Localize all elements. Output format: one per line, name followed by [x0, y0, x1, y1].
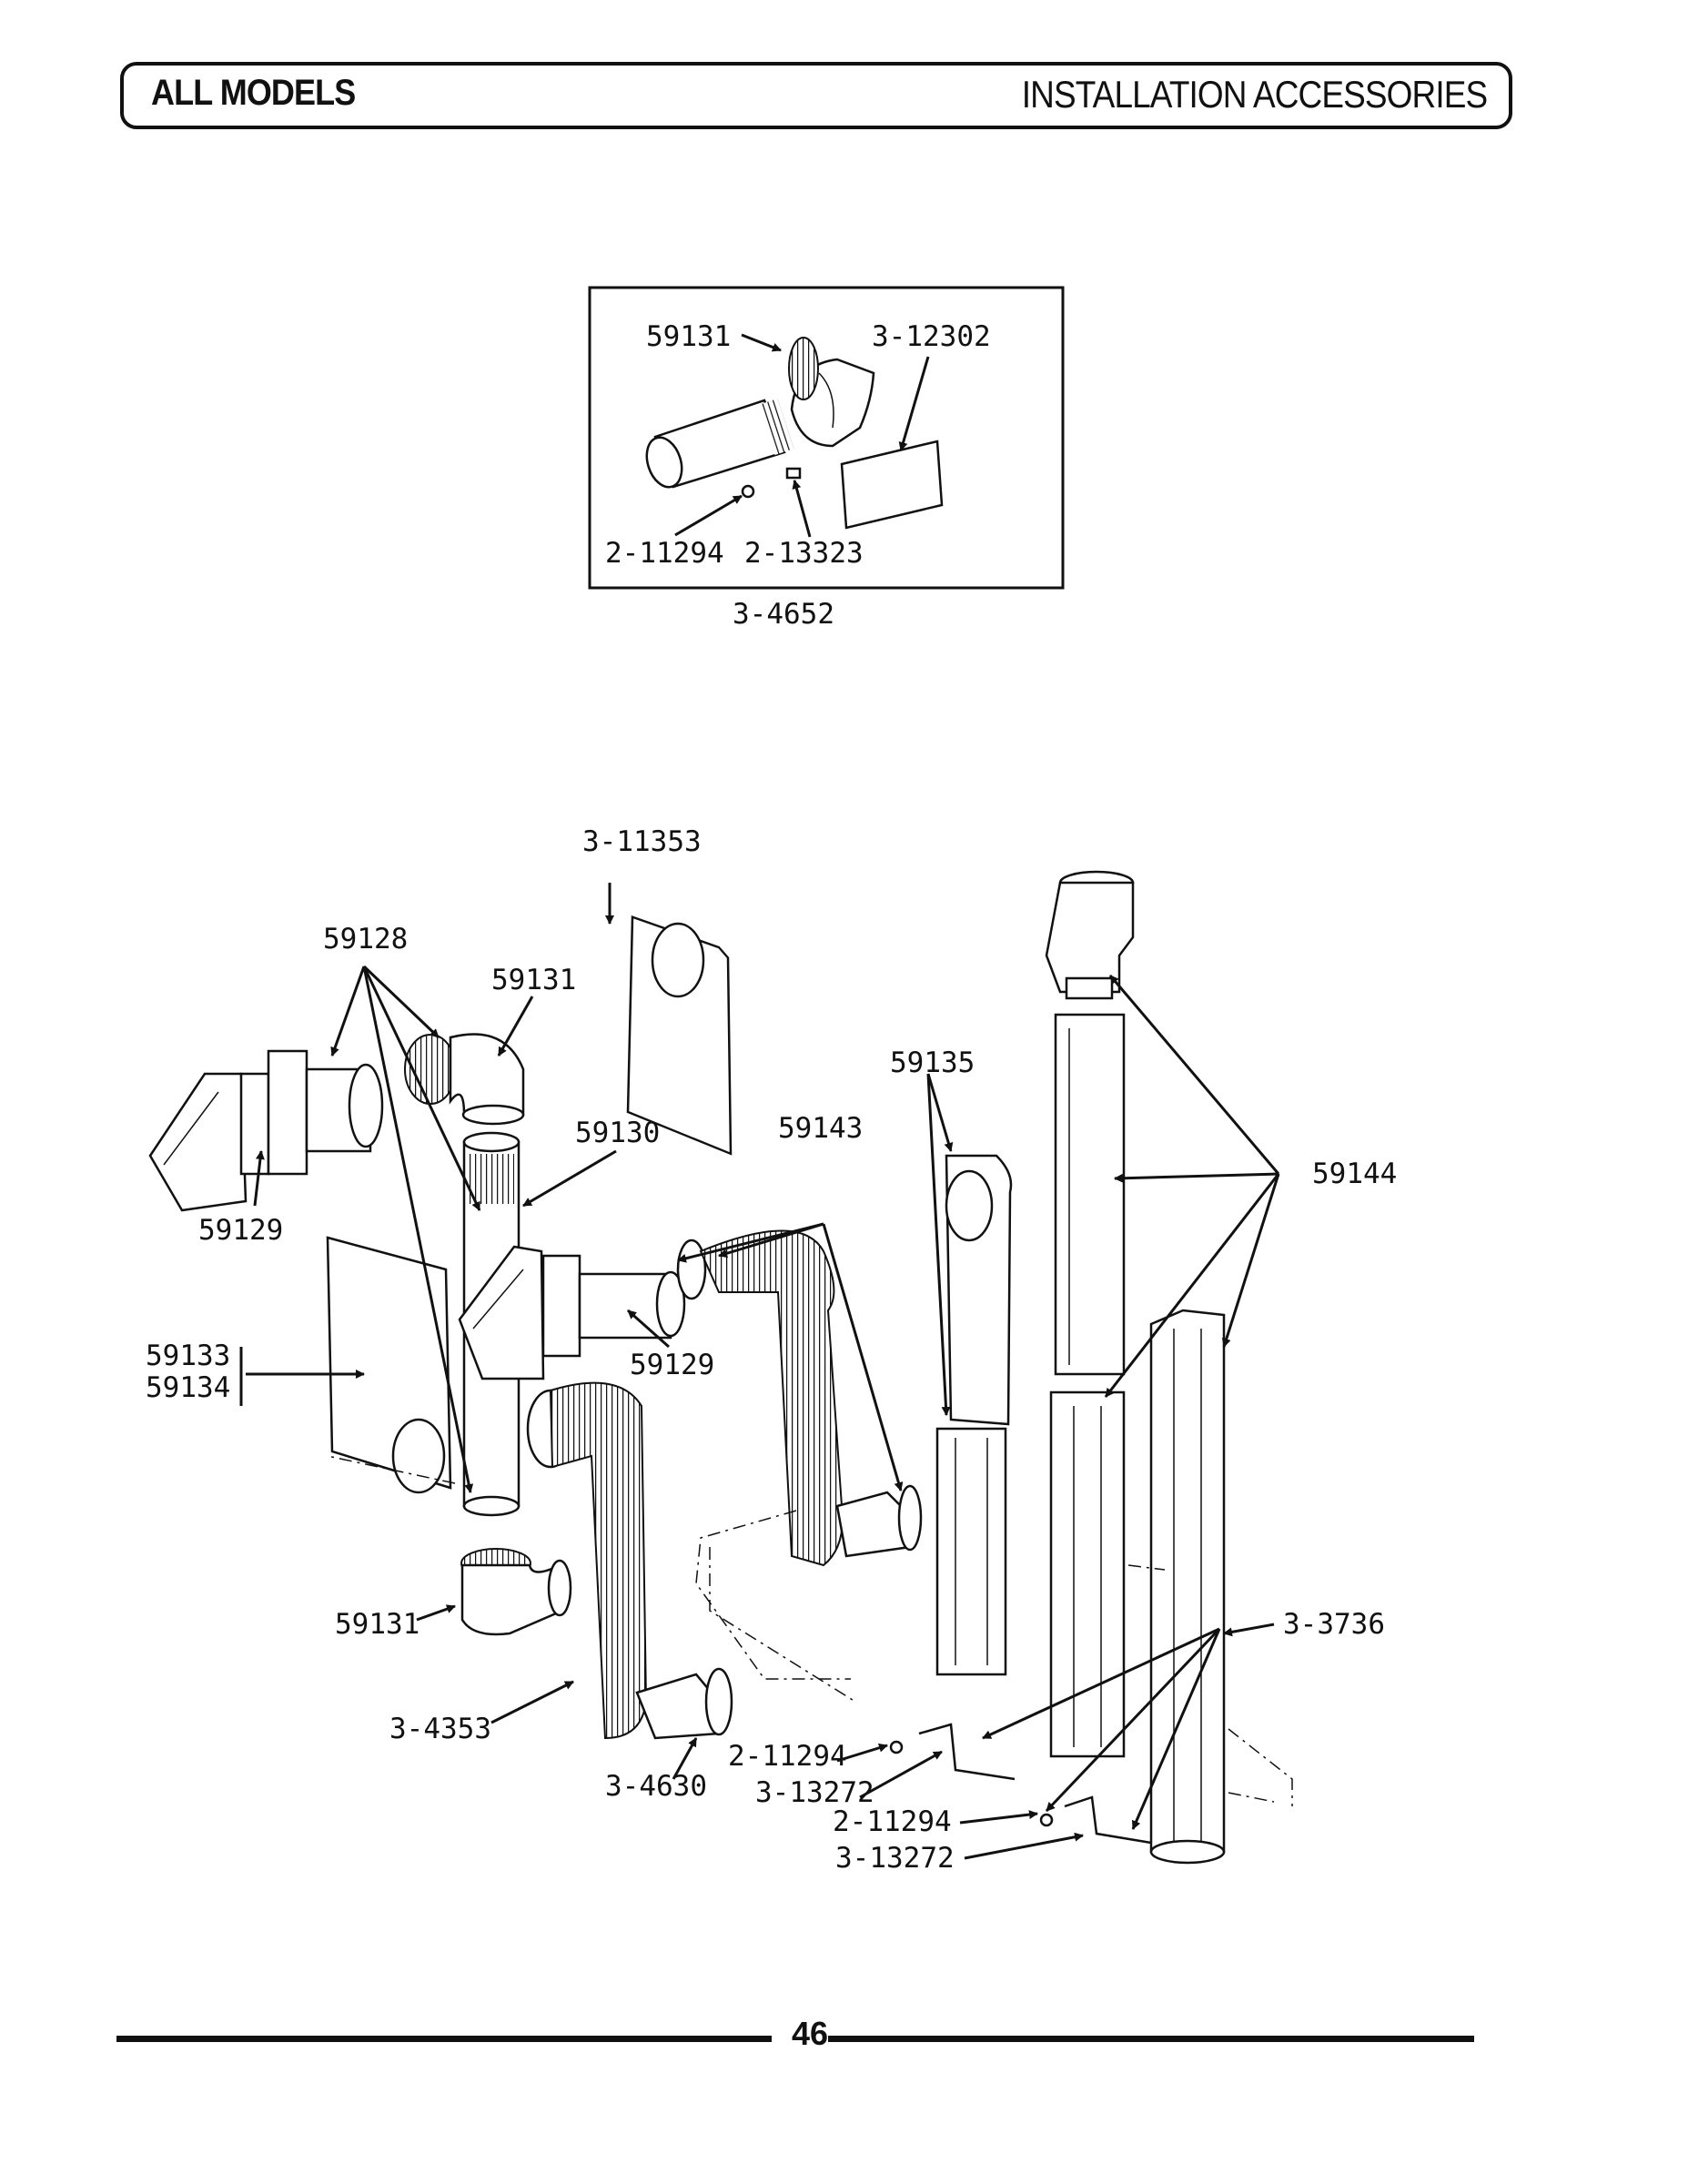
- leader-lines: [239, 883, 1280, 1860]
- inset-kit: 59131 3-12302 2-11294 2-13323 3-4652: [588, 286, 1065, 631]
- flex-duct-59143: [676, 1229, 923, 1567]
- label-59128: 59128: [323, 923, 408, 956]
- inset-label-2-13323: 2-13323: [744, 537, 864, 570]
- label-59143: 59143: [778, 1112, 863, 1145]
- floor-outline-1: [695, 1510, 851, 1680]
- label-3-11353: 3-11353: [582, 825, 702, 858]
- label-2-11294-a: 2-11294: [728, 1740, 847, 1773]
- label-3-3736: 3-3736: [1283, 1608, 1385, 1641]
- label-3-13272-b: 3-13272: [835, 1842, 955, 1875]
- footer-rule-left: [116, 2036, 772, 2042]
- label-59129-left: 59129: [198, 1214, 283, 1247]
- label-59144: 59144: [1312, 1158, 1397, 1190]
- header-models: ALL MODELS: [151, 73, 356, 113]
- hood-59129-left: [148, 1049, 384, 1212]
- label-59133: 59133: [146, 1340, 230, 1372]
- rect-duct-3-3736: [1149, 1309, 1226, 1865]
- panel-59133-59134: [326, 1236, 452, 1494]
- bracket-3-13272-b: [1064, 1795, 1152, 1845]
- footer-rule-right: [828, 2036, 1474, 2042]
- screw-2-11294-a: [889, 1740, 904, 1754]
- wall-plate-3-11353: [626, 915, 733, 1156]
- screw-2-11294-b: [1039, 1813, 1054, 1827]
- label-59129-mid: 59129: [630, 1349, 714, 1381]
- inset-pipe: [645, 399, 794, 489]
- rect-duct-column-2: [1049, 1390, 1126, 1758]
- label-3-13272-a: 3-13272: [755, 1776, 874, 1809]
- elbow-59131-top: [404, 1033, 525, 1126]
- transition-59144-top: [1045, 870, 1135, 1000]
- flex-duct-3-4353: [526, 1381, 733, 1740]
- inset-frame: [588, 286, 1065, 590]
- label-3-4353: 3-4353: [389, 1713, 491, 1745]
- label-2-11294-b: 2-11294: [833, 1805, 952, 1838]
- label-59131-bottom: 59131: [335, 1608, 419, 1641]
- page-number: 46: [792, 2015, 829, 2052]
- inset-label-59131: 59131: [646, 320, 731, 353]
- label-59135: 59135: [890, 1046, 975, 1079]
- inset-kit-number: 3-4652: [733, 598, 834, 631]
- inset-label-2-11294: 2-11294: [605, 537, 724, 570]
- floor-outline-4: [1127, 1564, 1293, 1806]
- label-59134: 59134: [146, 1371, 230, 1404]
- page-header: ALL MODELS INSTALLATION ACCESSORIES: [120, 62, 1512, 129]
- floor-outline-3: [327, 1455, 456, 1484]
- label-59131-top: 59131: [491, 964, 576, 996]
- bracket-3-13272-a: [918, 1723, 1016, 1781]
- inset-screw: [741, 484, 755, 499]
- rect-duct-59144: [1054, 1013, 1126, 1376]
- label-3-4630: 3-4630: [605, 1770, 707, 1803]
- hood-59129-mid: [458, 1245, 686, 1380]
- rect-duct-59135: [945, 1154, 1013, 1426]
- inset-clip: [785, 467, 802, 480]
- inset-elbow: [788, 337, 875, 448]
- elbow-59131-bottom: [460, 1548, 572, 1636]
- rect-duct-column-1: [935, 1427, 1007, 1676]
- label-59130: 59130: [575, 1117, 660, 1149]
- floor-outline-2: [709, 1547, 856, 1703]
- header-section-title: INSTALLATION ACCESSORIES: [1021, 73, 1487, 116]
- inset-plate: [840, 440, 944, 530]
- inset-label-3-12302: 3-12302: [872, 320, 991, 353]
- inset-elbow-crimp: [788, 337, 819, 400]
